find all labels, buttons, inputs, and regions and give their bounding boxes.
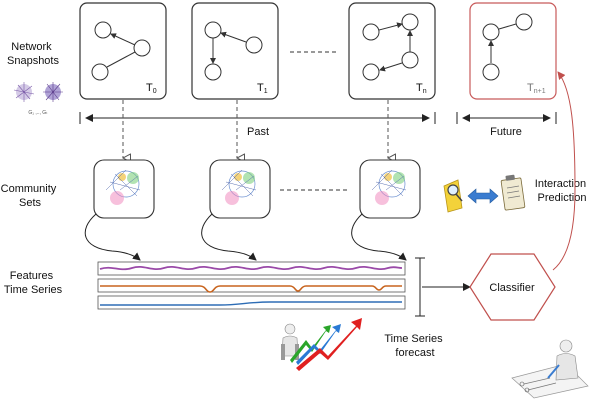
arrow-community-to-series-n (351, 213, 407, 261)
series-orange-line (100, 285, 402, 293)
magnifier-icon (443, 179, 463, 213)
interaction-prediction-label: Interaction Prediction (535, 178, 589, 204)
features-time-series-label: Features Time Series (4, 270, 63, 296)
features-time-series (97, 261, 406, 310)
clipboard-icon (500, 174, 526, 211)
arrow-community-to-series-0 (84, 213, 141, 261)
person-icon (281, 323, 299, 360)
community-sets-label: Community Sets (1, 183, 60, 209)
future-timeline: Future (456, 112, 557, 138)
past-timeline: Past (79, 112, 436, 138)
forecast-green-arrow (290, 325, 331, 363)
network-thumbnail-last (43, 82, 63, 102)
snapshot-label-t1: T1 (257, 82, 268, 95)
time-series-forecast-label: Time Series forecast (384, 333, 445, 359)
forecast-blue-arrow (296, 324, 341, 365)
snapshot-box-future: Tn+1 (469, 2, 557, 100)
checklist-person-icon (511, 339, 589, 399)
past-label: Past (247, 126, 269, 138)
snapshot-box-t0: T0 (79, 2, 167, 100)
arrow-community-to-series-1 (201, 213, 257, 261)
snapshot-label-tn: Tn (416, 82, 427, 95)
snapshot-label-t0: T0 (146, 82, 157, 95)
forecast-red-arrow (296, 318, 362, 371)
series-purple-line (99, 265, 403, 271)
future-label: Future (490, 126, 522, 138)
series-bracket (415, 257, 425, 317)
snapshot-box-tn: Tn (348, 2, 436, 100)
snapshot-label-future: Tn+1 (527, 82, 546, 95)
series-blue-line (100, 301, 402, 306)
g-series-label: G₁ ,.., Gₜ (28, 110, 48, 116)
classifier-node: Classifier (469, 253, 556, 321)
arrow-classifier-to-future (552, 71, 576, 271)
network-thumbnails: G₁ ,.., Gₜ (13, 82, 63, 116)
network-thumbnail-first (13, 82, 35, 102)
snapshot-box-t1: T1 (191, 2, 279, 100)
community-set-n (359, 159, 421, 219)
forecast-illustration (281, 318, 362, 371)
community-set-1 (209, 159, 271, 219)
community-set-0 (93, 159, 155, 219)
double-arrow-icon (467, 188, 499, 204)
classifier-label: Classifier (489, 282, 535, 294)
network-snapshots-label: Network Snapshots (7, 41, 59, 67)
